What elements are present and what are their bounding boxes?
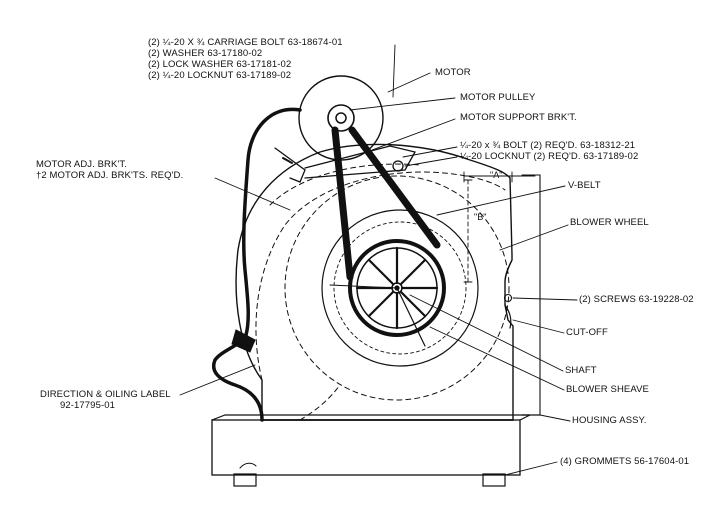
label-locknut-right: ¼-20 LOCKNUT (2) REQ'D. 63-17189-02	[460, 151, 639, 162]
label-blower-wheel: BLOWER WHEEL	[570, 217, 649, 228]
label-cut-off: CUT-OFF	[566, 327, 608, 338]
v-belt	[331, 126, 441, 281]
label-housing-assy: HOUSING ASSY.	[572, 415, 647, 426]
label-motor: MOTOR	[435, 67, 471, 78]
label-grommets: (4) GROMMETS 56-17604-01	[560, 456, 690, 467]
label-screws: (2) SCREWS 63-19228-02	[579, 294, 694, 305]
label-carriage-bolt: (2) ¼-20 X ¾ CARRIAGE BOLT 63-18674-01	[148, 37, 343, 48]
label-blower-sheave: BLOWER SHEAVE	[566, 384, 649, 395]
leader-lines	[179, 44, 578, 476]
motor-support-bracket	[304, 145, 416, 179]
dimension-b	[463, 179, 473, 283]
label-motor-adj-bracket: MOTOR ADJ. BRK'T.	[36, 159, 127, 170]
label-locknut-top: (2) ¼-20 LOCKNUT 63-17189-02	[148, 70, 292, 81]
label-bolt-right: ¼-20 x ¾ BOLT (2) REQ'D. 63-18312-21	[460, 140, 636, 151]
housing-scroll	[255, 163, 510, 421]
grommet-left	[233, 473, 257, 487]
power-cord	[212, 107, 302, 422]
housing-base	[211, 414, 531, 487]
label-direction-oiling: DIRECTION & OILING LABEL	[40, 389, 171, 400]
label-washer: (2) WASHER 63-17180-02	[148, 48, 263, 59]
cut-off	[503, 293, 513, 329]
dimension-a-label: "A"	[490, 170, 503, 180]
dimension-b-label: "B"	[474, 212, 487, 222]
label-v-belt: V-BELT	[568, 180, 601, 191]
motor-adjust-bracket	[274, 147, 306, 183]
label-motor-support: MOTOR SUPPORT BRK'T.	[460, 112, 577, 123]
blower-wheel	[321, 209, 479, 367]
label-lock-washer: (2) LOCK WASHER 63-17181-02	[148, 59, 292, 70]
blower-sheave	[348, 239, 446, 337]
label-motor-adj-brackets-reqd: †2 MOTOR ADJ. BRK'TS. REQ'D.	[36, 170, 184, 181]
label-shaft: SHAFT	[565, 365, 597, 376]
housing-outline	[235, 143, 541, 421]
shaft	[329, 284, 426, 347]
grommet-right	[482, 473, 506, 487]
label-direction-oiling-part: 92-17795-01	[60, 400, 115, 411]
label-motor-pulley: MOTOR PULLEY	[460, 92, 536, 103]
